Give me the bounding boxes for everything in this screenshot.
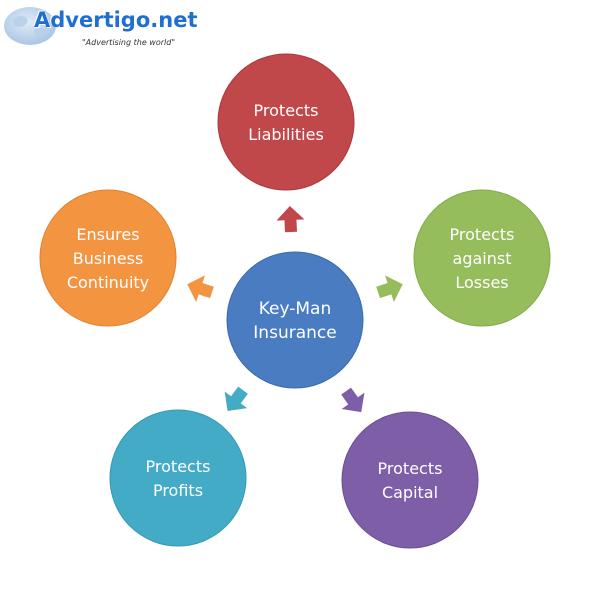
- center-node-label-line: Insurance: [253, 323, 336, 343]
- node-label-liabilities-line: Protects: [254, 101, 319, 120]
- arrow-to-liabilities: [276, 206, 305, 233]
- center-node-label-line: Key-Man: [259, 299, 332, 319]
- node-label-continuity-line: Business: [73, 249, 144, 268]
- node-circle-profits: [109, 409, 247, 547]
- node-label-losses-line: Losses: [455, 273, 508, 292]
- arrow-to-profits: [224, 386, 248, 412]
- node-circle-losses: [413, 189, 551, 327]
- arrows-layer: [187, 206, 403, 413]
- watermark-name: Advertigo.net: [34, 8, 198, 32]
- node-circle-liabilities: [217, 53, 355, 191]
- arrow-to-continuity: [187, 275, 214, 302]
- arrow-to-capital: [341, 387, 365, 413]
- node-label-liabilities-line: Liabilities: [248, 125, 324, 144]
- globe-icon: [4, 7, 56, 45]
- node-label-continuity-line: Ensures: [76, 225, 139, 244]
- node-label-profits-line: Protects: [146, 457, 211, 476]
- center-node-circle: [226, 251, 364, 389]
- node-label-losses-line: against: [453, 249, 512, 268]
- watermark-logo: Advertigo.net "Advertising the world": [4, 4, 197, 52]
- node-circle-capital: [341, 411, 479, 549]
- node-label-continuity-line: Continuity: [67, 273, 149, 292]
- arrow-to-losses: [376, 275, 403, 302]
- node-label-capital-line: Protects: [378, 459, 443, 478]
- node-label-losses-line: Protects: [450, 225, 515, 244]
- node-label-profits-line: Profits: [153, 481, 203, 500]
- node-circle-continuity: [39, 189, 177, 327]
- watermark-tagline: "Advertising the world": [82, 38, 175, 47]
- node-label-capital-line: Capital: [382, 483, 438, 502]
